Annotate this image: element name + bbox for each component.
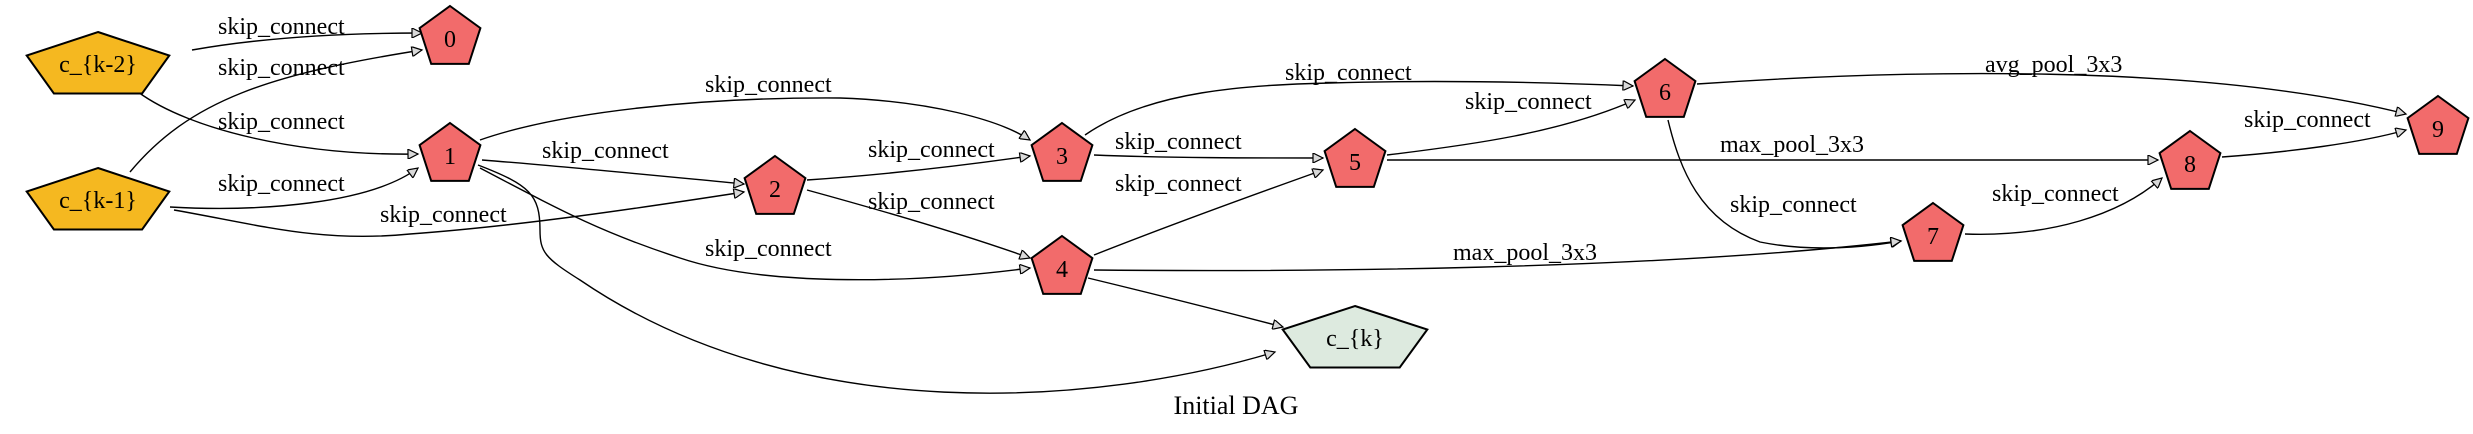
node-n9: 9	[2406, 94, 2470, 155]
edge-label-n5-to-n6: skip_connect	[1465, 89, 1592, 115]
node-shape-n4	[1030, 234, 1094, 295]
node-label-n6: 6	[1659, 80, 1671, 106]
node-n2: 2	[743, 154, 807, 215]
node-label-n4: 4	[1056, 257, 1068, 283]
edge-label-n5-to-n8: max_pool_3x3	[1720, 132, 1864, 158]
node-n3: 3	[1030, 121, 1094, 182]
edge-label-n1-to-n4: skip_connect	[705, 236, 832, 262]
node-label-n1: 1	[444, 144, 456, 170]
node-n7: 7	[1901, 201, 1965, 262]
edge-n6-to-n9	[1696, 72, 2406, 114]
edge-label-ck2-to-n0: skip_connect	[218, 14, 345, 40]
node-label-ck: c_{k}	[1326, 326, 1384, 352]
diagram-caption: Initial DAG	[1174, 391, 1299, 420]
edge-n1-to-n2	[481, 159, 744, 184]
node-shape-ck	[1281, 304, 1429, 369]
node-n0: 0	[418, 4, 482, 65]
node-shape-n7	[1901, 201, 1965, 262]
edge-n6-to-n7	[1667, 119, 1901, 249]
edge-ck1-to-n2	[173, 192, 744, 238]
node-shape-n2	[743, 154, 807, 215]
node-shape-n1	[418, 121, 482, 182]
node-label-ck2: c_{k-2}	[59, 52, 137, 78]
edge-label-n3-to-n5: skip_connect	[1115, 129, 1242, 155]
edge-n4-to-n5	[1093, 170, 1323, 256]
node-shape-n0	[418, 4, 482, 65]
node-n8: 8	[2158, 129, 2222, 190]
edge-n1-to-n3	[479, 97, 1030, 140]
edge-label-n2-to-n4: skip_connect	[868, 189, 995, 215]
edge-n4-to-ck	[1087, 277, 1283, 327]
edge-label-ck1-to-n2: skip_connect	[380, 202, 507, 228]
edge-label-n1-to-n3: skip_connect	[705, 72, 832, 98]
edges-layer	[129, 33, 2406, 394]
nodes-layer: c_{k-2} c_{k-1} 0 1 2 3 4 5 6 7 8 9 c_{k}	[25, 4, 2470, 369]
edge-n3-to-n6	[1084, 82, 1633, 136]
node-label-n5: 5	[1349, 150, 1361, 176]
node-shape-n6	[1633, 57, 1697, 118]
edge-label-n4-to-n7: max_pool_3x3	[1453, 240, 1597, 266]
edge-ck2-to-n0	[191, 33, 422, 51]
edge-n3-to-n5	[1093, 155, 1323, 158]
node-label-n9: 9	[2432, 117, 2444, 143]
edge-label-n8-to-n9: skip_connect	[2244, 107, 2371, 133]
edge-n1-to-n4	[479, 167, 1030, 281]
edge-labels-layer: skip_connectskip_connectskip_connectskip…	[218, 14, 2371, 266]
node-shape-n5	[1323, 127, 1387, 188]
edge-n2-to-n3	[806, 156, 1030, 181]
node-label-n3: 3	[1056, 144, 1068, 170]
edge-label-n1-to-n2: skip_connect	[542, 138, 669, 164]
node-n1: 1	[418, 121, 482, 182]
edge-label-n7-to-n8: skip_connect	[1992, 181, 2119, 207]
edge-label-ck1-to-n0: skip_connect	[218, 55, 345, 81]
edge-ck1-to-n0	[129, 50, 422, 173]
edge-n7-to-n8	[1964, 178, 2162, 235]
node-shape-ck2	[25, 30, 171, 95]
edge-n8-to-n9	[2221, 130, 2406, 158]
node-shape-ck1	[25, 166, 171, 231]
node-label-n7: 7	[1927, 224, 1939, 250]
edge-label-ck1-to-n1: skip_connect	[218, 171, 345, 197]
node-label-n8: 8	[2184, 152, 2196, 178]
edge-label-n6-to-n7: skip_connect	[1730, 192, 1857, 218]
node-n4: 4	[1030, 234, 1094, 295]
edge-ck2-to-n1	[137, 91, 418, 154]
edge-label-ck2-to-n1: skip_connect	[218, 109, 345, 135]
edge-label-n4-to-n5: skip_connect	[1115, 171, 1242, 197]
node-label-n2: 2	[769, 177, 781, 203]
edge-label-n6-to-n9: avg_pool_3x3	[1985, 52, 2122, 78]
node-shape-n9	[2406, 94, 2470, 155]
edge-ck1-to-n1	[169, 168, 418, 210]
edge-n1-to-ck	[477, 164, 1275, 394]
node-ck: c_{k}	[1281, 304, 1429, 369]
node-ck2: c_{k-2}	[25, 30, 171, 95]
node-label-n0: 0	[444, 27, 456, 53]
edge-n2-to-n4	[806, 189, 1030, 258]
edge-label-n3-to-n6: skip_connect	[1285, 60, 1412, 86]
node-n5: 5	[1323, 127, 1387, 188]
node-shape-n3	[1030, 121, 1094, 182]
edge-n4-to-n7	[1093, 241, 1901, 272]
node-ck1: c_{k-1}	[25, 166, 171, 231]
node-label-ck1: c_{k-1}	[59, 188, 137, 214]
node-n6: 6	[1633, 57, 1697, 118]
edge-n5-to-n6	[1386, 100, 1635, 156]
edge-label-n2-to-n3: skip_connect	[868, 137, 995, 163]
node-shape-n8	[2158, 129, 2222, 190]
